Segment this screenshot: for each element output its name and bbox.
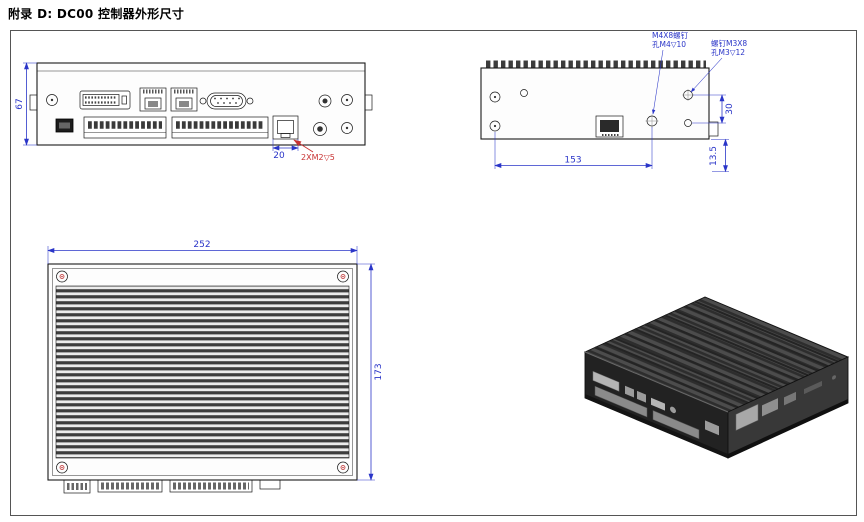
mount-tab-left [29, 94, 38, 111]
page-title: 附录 D: DC00 控制器外形尺寸 [8, 7, 185, 21]
dim-173-label: 173 [374, 363, 384, 380]
corner-screw-br [337, 461, 349, 474]
bottom-connector-outlines [63, 479, 281, 494]
dimension-top-width: 252 [47, 240, 358, 264]
dvi-connector [79, 90, 131, 110]
top-body-inner-edge [52, 268, 353, 476]
dimension-rear-right: 30 [692, 94, 735, 124]
dimension-rear-width: 153 [494, 127, 653, 169]
iso-top-fin-lines [594, 300, 839, 409]
rear-screw-hole-left-bottom [489, 120, 501, 132]
ethernet-port-1 [139, 87, 167, 112]
power-connector [55, 118, 74, 133]
dimension-top-depth: 173 [357, 263, 384, 481]
m4-note-line2: 孔M4▽10 [652, 40, 686, 49]
rear-connector [595, 115, 624, 138]
isometric-view [583, 296, 850, 459]
m3-hole [682, 89, 694, 101]
terminal-block-2 [171, 116, 269, 139]
corner-screw-tl [56, 270, 68, 283]
rj45-port [272, 115, 299, 140]
round-jack-top [318, 94, 332, 108]
screw-hole-bottom-right [341, 122, 353, 134]
rear-hole-right-bottom [684, 119, 692, 127]
ethernet-port-2 [170, 87, 198, 112]
top-view: 252 173 [47, 240, 384, 494]
screw-note-label: 2XM2▽5 [301, 153, 335, 162]
side-protrusion [708, 121, 719, 137]
dim-153-label: 153 [564, 156, 581, 166]
rear-screw-hole-left-top [489, 91, 501, 103]
rear-small-hole [520, 89, 528, 97]
iso-front-ports [585, 371, 728, 458]
m4-note-line1: M4X8螺钉 [652, 30, 689, 40]
m4-hole [645, 114, 659, 128]
db9-serial-connector [199, 92, 254, 110]
corner-screw-tr [337, 270, 349, 283]
rear-view: M4X8螺钉 孔M4▽10 螺钉M3X8 孔M3▽12 153 [480, 30, 747, 173]
iso-side-ports [728, 375, 848, 458]
m3-note-line2: 孔M3▽12 [711, 48, 745, 57]
corner-screw-bl [56, 461, 68, 474]
heatsink-fins [55, 285, 350, 459]
m4-screw-note: M4X8螺钉 孔M4▽10 [652, 30, 689, 115]
dimension-rear-offset: 13.5 [709, 138, 729, 173]
rear-panel-body [480, 67, 710, 140]
screw-note: 2XM2▽5 [293, 139, 335, 162]
screw-hole-top-right [341, 94, 353, 106]
mount-tab-right [364, 94, 373, 111]
dim-20-label: 20 [273, 151, 285, 161]
dimension-front-height: 67 [15, 62, 37, 146]
round-jack-bottom [313, 122, 327, 136]
dim-13-5-label: 13.5 [709, 146, 719, 166]
dim-67-label: 67 [15, 98, 25, 109]
m3-screw-note: 螺钉M3X8 孔M3▽12 [690, 38, 747, 93]
screw-hole-top-left [46, 94, 58, 106]
dim-30-label: 30 [725, 103, 735, 115]
front-view: 67 20 2XM2▽5 [15, 62, 373, 162]
dim-252-label: 252 [193, 240, 210, 250]
m3-note-line1: 螺钉M3X8 [711, 38, 747, 48]
iso-front-top-edge [584, 351, 729, 413]
terminal-block-1 [83, 116, 167, 139]
